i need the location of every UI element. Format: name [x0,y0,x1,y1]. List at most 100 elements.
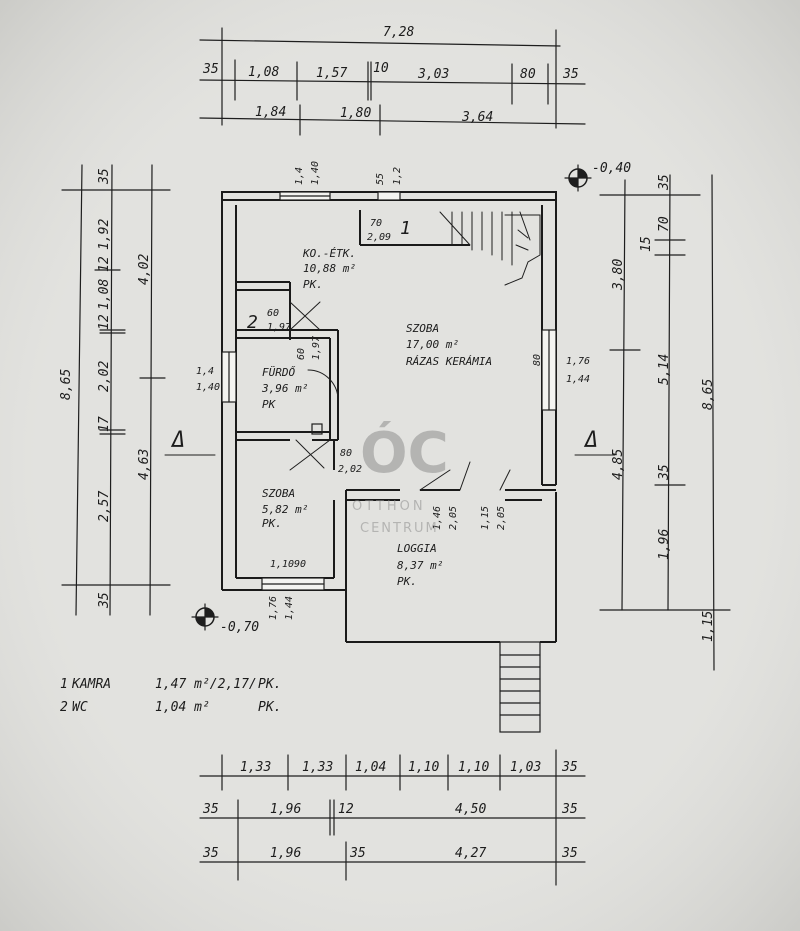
top-dim-r2-2: 3,64 [461,110,493,125]
bedroom-floor: PK. [262,517,282,530]
left-dim-a-4: 12 [97,314,112,330]
living-name: SZOBA [406,322,439,335]
legend-1-area: 1,47 m²/2,17/ [155,677,257,692]
opening-8: 60 [296,348,307,360]
top-dim-r1-2: 1,57 [316,66,347,81]
loggia-floor: PK. [397,575,417,588]
bottom-dim-r1-3: 1,10 [408,760,439,775]
bottom-dim-r1-1: 1,33 [302,760,333,775]
opening-21: 1,76 [268,596,279,620]
bottom-dim-r2-4: 35 [561,802,578,817]
left-dim-b-0: 4,02 [137,254,152,285]
left-dim-a-6: 17 [97,416,112,432]
doors [289,301,511,491]
opening-20: 2,05 [496,506,507,530]
left-dim-a-0: 35 [97,168,112,185]
legend-1-floor: PK. [258,677,281,692]
left-dim-b-1: 4,63 [137,449,152,480]
top-dimensions [199,27,586,136]
opening-7: 1,97 [267,322,291,333]
legend-1-name: KAMRA [71,677,111,692]
top-dim-r1-1: 1,08 [248,65,279,80]
room-marker-1: 1 [400,218,411,239]
bottom-dim-r3-0: 35 [202,846,219,861]
top-dim-r1-6: 35 [562,67,579,82]
bottom-dimensions [199,749,586,886]
legend-2-name: WC [72,700,88,715]
bottom-dim-r1-2: 1,04 [355,760,386,775]
opening-12: 80 [532,354,543,366]
left-dim-a-3: 1,08 [97,279,112,310]
kitchen-floor: PK. [303,278,323,291]
right-dim-b-0: 35 [657,174,672,191]
top-dim-r1-3: 10 [373,61,389,76]
section-marker-left: Δ [170,428,185,453]
opening-13: 1,76 [566,356,590,367]
opening-5: 2,09 [367,232,391,243]
top-dim-r2-1: 1,80 [340,106,371,121]
kitchen-area: 10,88 m² [303,262,356,275]
right-dim-b-3: 5,14 [657,354,672,385]
legend-2-area: 1,04 m² [155,700,210,715]
opening-4: 70 [370,218,382,229]
opening-17: 1,46 [432,506,443,530]
opening-18: 2,05 [448,506,459,530]
bottom-dim-r2-3: 4,50 [455,802,486,817]
bottom-dim-r1-0: 1,33 [240,760,271,775]
living-floor: RÁZAS KERÁMIA [406,355,492,368]
level-marker-bottom-left [191,603,219,631]
left-dim-a-7: 2,57 [97,491,112,522]
windows [221,191,557,591]
right-dim-b-1: 70 [657,216,672,232]
interior-walls [236,210,470,470]
section-marker-right: Δ [583,428,598,453]
opening-23: 1,10 [270,559,294,570]
legend: 1 KAMRA 1,47 m²/2,17/ PK. 2 WC 1,04 m² P… [60,677,281,715]
level-marker-top-right [564,164,592,192]
level-bottom-left: -0,70 [220,620,259,635]
bottom-dim-r3-4: 35 [561,846,578,861]
opening-22: 1,44 [284,596,295,620]
right-dimensions [599,174,731,671]
opening-16: 2,02 [338,464,362,475]
watermark-line1: OTTHON [352,499,426,514]
left-overall-dim: 8,65 [59,369,74,400]
left-dim-a-2: 12 [97,256,112,272]
loggia-stair [499,641,541,733]
bottom-dim-r3-2: 35 [349,846,366,861]
right-dim-a-0: 3,80 [611,259,626,291]
right-dim-a-2: 1,15 [701,611,716,642]
opening-11: 1,40 [196,382,220,393]
opening-3: 1,2 [392,167,403,185]
opening-0: 1,4 [294,167,305,185]
top-dim-r1-4: 3,03 [417,67,449,82]
opening-6: 60 [267,308,279,319]
bath-floor: PK [262,398,277,411]
bottom-dim-r2-0: 35 [202,802,219,817]
bottom-dim-r1-5: 1,03 [510,760,541,775]
living-area: 17,00 m² [406,338,459,351]
bath-name: FÜRDŐ [262,365,295,379]
right-dim-b-2: 15 [639,236,654,252]
level-top-right: -0,40 [592,161,631,176]
legend-2-floor: PK. [258,700,281,715]
bath-area: 3,96 m² [261,382,308,395]
bedroom-name: SZOBA [262,487,295,500]
right-overall-dim: 8,65 [701,379,716,410]
top-overall-dim: 7,28 [383,25,414,40]
left-dim-a-5: 2,02 [97,361,112,392]
left-dim-a-1: 1,92 [97,219,112,250]
room-marker-2: 2 [247,312,258,333]
bottom-dim-r1-6: 35 [561,760,578,775]
watermark: ÓC OTTHON CENTRUM [352,421,449,536]
top-dim-r1-0: 35 [202,62,219,77]
bottom-dim-r3-3: 4,27 [455,846,486,861]
left-dimensions [61,164,171,616]
bottom-dim-r2-2: 12 [338,802,354,817]
bottom-dim-r2-1: 1,96 [270,802,301,817]
loggia-area: 8,37 m² [397,559,443,572]
opening-10: 1,4 [196,366,214,377]
watermark-logo: ÓC [360,421,449,486]
left-dim-a-8: 35 [97,592,112,609]
opening-15: 80 [340,448,352,459]
